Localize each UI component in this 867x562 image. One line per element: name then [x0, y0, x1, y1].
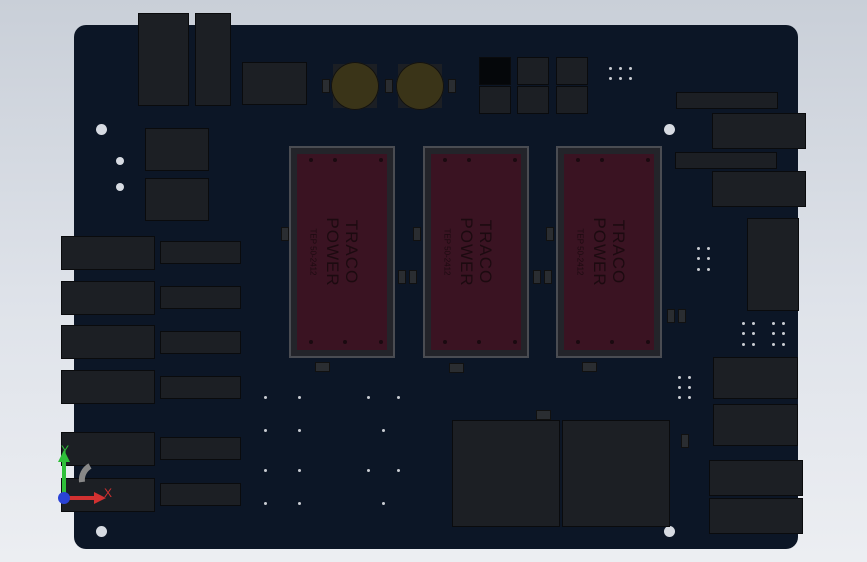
right-connector-5[interactable] [713, 404, 798, 446]
left-header-4[interactable] [160, 376, 241, 399]
right-header-2[interactable] [675, 152, 777, 169]
right-connector-1[interactable] [712, 113, 806, 149]
left-header-3[interactable] [160, 331, 241, 354]
inductor-2[interactable] [562, 420, 670, 527]
left-connector-4[interactable] [61, 370, 155, 404]
mounting-hole-bottom-left [96, 526, 107, 537]
right-connector-4[interactable] [713, 357, 798, 399]
top-connector-2[interactable] [195, 13, 231, 106]
left-header-6[interactable] [160, 483, 241, 506]
mounting-hole-bottom-right [664, 526, 675, 537]
converter-body [297, 154, 387, 350]
right-connector-3[interactable] [747, 218, 799, 311]
left-connector-5[interactable] [61, 432, 155, 466]
left-connector-3[interactable] [61, 325, 155, 359]
left-connector-1[interactable] [61, 236, 155, 270]
axis-triad [58, 450, 106, 504]
right-connector-7[interactable] [709, 498, 803, 534]
ic-square[interactable] [556, 57, 588, 85]
smd-pad [322, 79, 330, 93]
capacitor-1[interactable] [331, 62, 379, 110]
smd-pad [385, 79, 393, 93]
mounting-hole-top-left [96, 124, 107, 135]
inductor-1[interactable] [452, 420, 560, 527]
ic-square[interactable] [479, 57, 511, 85]
ic-square[interactable] [517, 86, 549, 114]
axis-y-label: Y [61, 443, 70, 457]
converter-model: TEP 50-2412 [442, 228, 452, 276]
ic-square[interactable] [517, 57, 549, 85]
left-header-5[interactable] [160, 437, 241, 460]
left-header-2[interactable] [160, 286, 241, 309]
left-connector-2[interactable] [61, 281, 155, 315]
axis-x-label: X [104, 486, 113, 500]
smd-pad [448, 79, 456, 93]
right-connector-2[interactable] [712, 171, 806, 207]
via-hole [116, 183, 124, 191]
converter-model: TEP 50-2412 [308, 228, 318, 276]
converter-body [564, 154, 654, 350]
mounting-hole-top-right [664, 124, 675, 135]
converter-body [431, 154, 521, 350]
via-hole [116, 157, 124, 165]
converter-model: TEP 50-2412 [575, 228, 585, 276]
left-header-1[interactable] [160, 241, 241, 264]
component-left-1[interactable] [145, 128, 209, 171]
ic-square[interactable] [479, 86, 511, 114]
capacitor-2[interactable] [396, 62, 444, 110]
component-left-2[interactable] [145, 178, 209, 221]
right-connector-6[interactable] [709, 460, 803, 496]
top-connector-1[interactable] [138, 13, 189, 106]
ic-square[interactable] [556, 86, 588, 114]
right-header-1[interactable] [676, 92, 778, 109]
top-component[interactable] [242, 62, 307, 105]
